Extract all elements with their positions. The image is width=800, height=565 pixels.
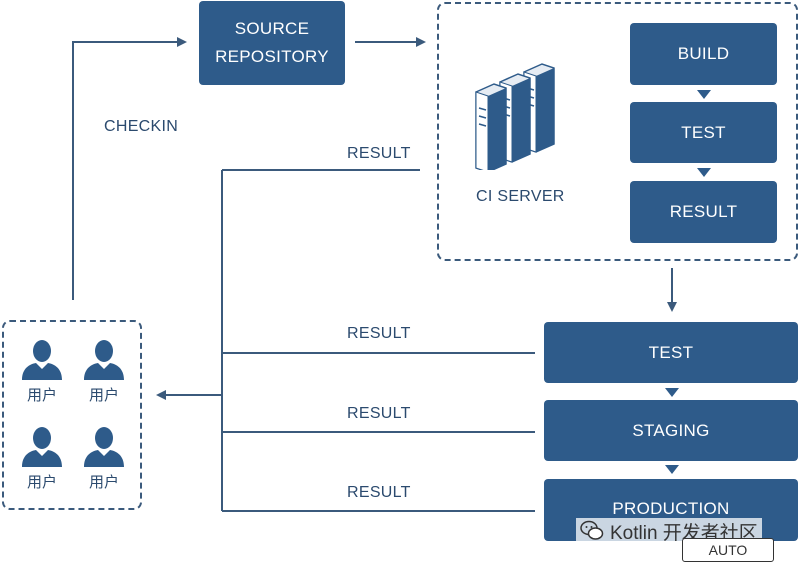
ci-test-box: TEST [630, 102, 777, 163]
user-2: 用户 [80, 338, 128, 405]
ci-result-box: RESULT [630, 181, 777, 243]
checkin-arrow [72, 37, 187, 300]
test-to-staging-arrowhead [665, 388, 679, 397]
test-box: TEST [544, 322, 798, 383]
user-4: 用户 [80, 425, 128, 492]
test-to-result-arrowhead [697, 168, 711, 177]
staging-to-production-arrowhead [665, 465, 679, 474]
result-label-test: RESULT [347, 325, 411, 342]
users-container [2, 320, 142, 510]
user-label: 用户 [88, 387, 119, 404]
build-to-test-arrowhead [697, 90, 711, 99]
result-label-staging: RESULT [347, 405, 411, 422]
result-label-production: RESULT [347, 484, 411, 501]
result-label-ci: RESULT [347, 145, 411, 162]
user-label: 用户 [26, 387, 57, 404]
person-icon [22, 340, 62, 380]
user-1: 用户 [18, 338, 66, 405]
ci-server-container [437, 2, 798, 261]
person-icon [84, 340, 124, 380]
wechat-icon [580, 520, 604, 540]
build-box: BUILD [630, 23, 777, 85]
checkin-label: CHECKIN [104, 118, 179, 135]
source-repository-box: SOURCE REPOSITORY [199, 1, 345, 85]
user-3: 用户 [18, 425, 66, 492]
user-label: 用户 [88, 474, 119, 491]
ci-server-label: CI SERVER [476, 188, 565, 205]
auto-button[interactable]: AUTO [682, 538, 774, 562]
person-icon [22, 427, 62, 467]
staging-box: STAGING [544, 400, 798, 461]
server-rack-icon [475, 63, 555, 170]
person-icon [84, 427, 124, 467]
user-label: 用户 [26, 474, 57, 491]
